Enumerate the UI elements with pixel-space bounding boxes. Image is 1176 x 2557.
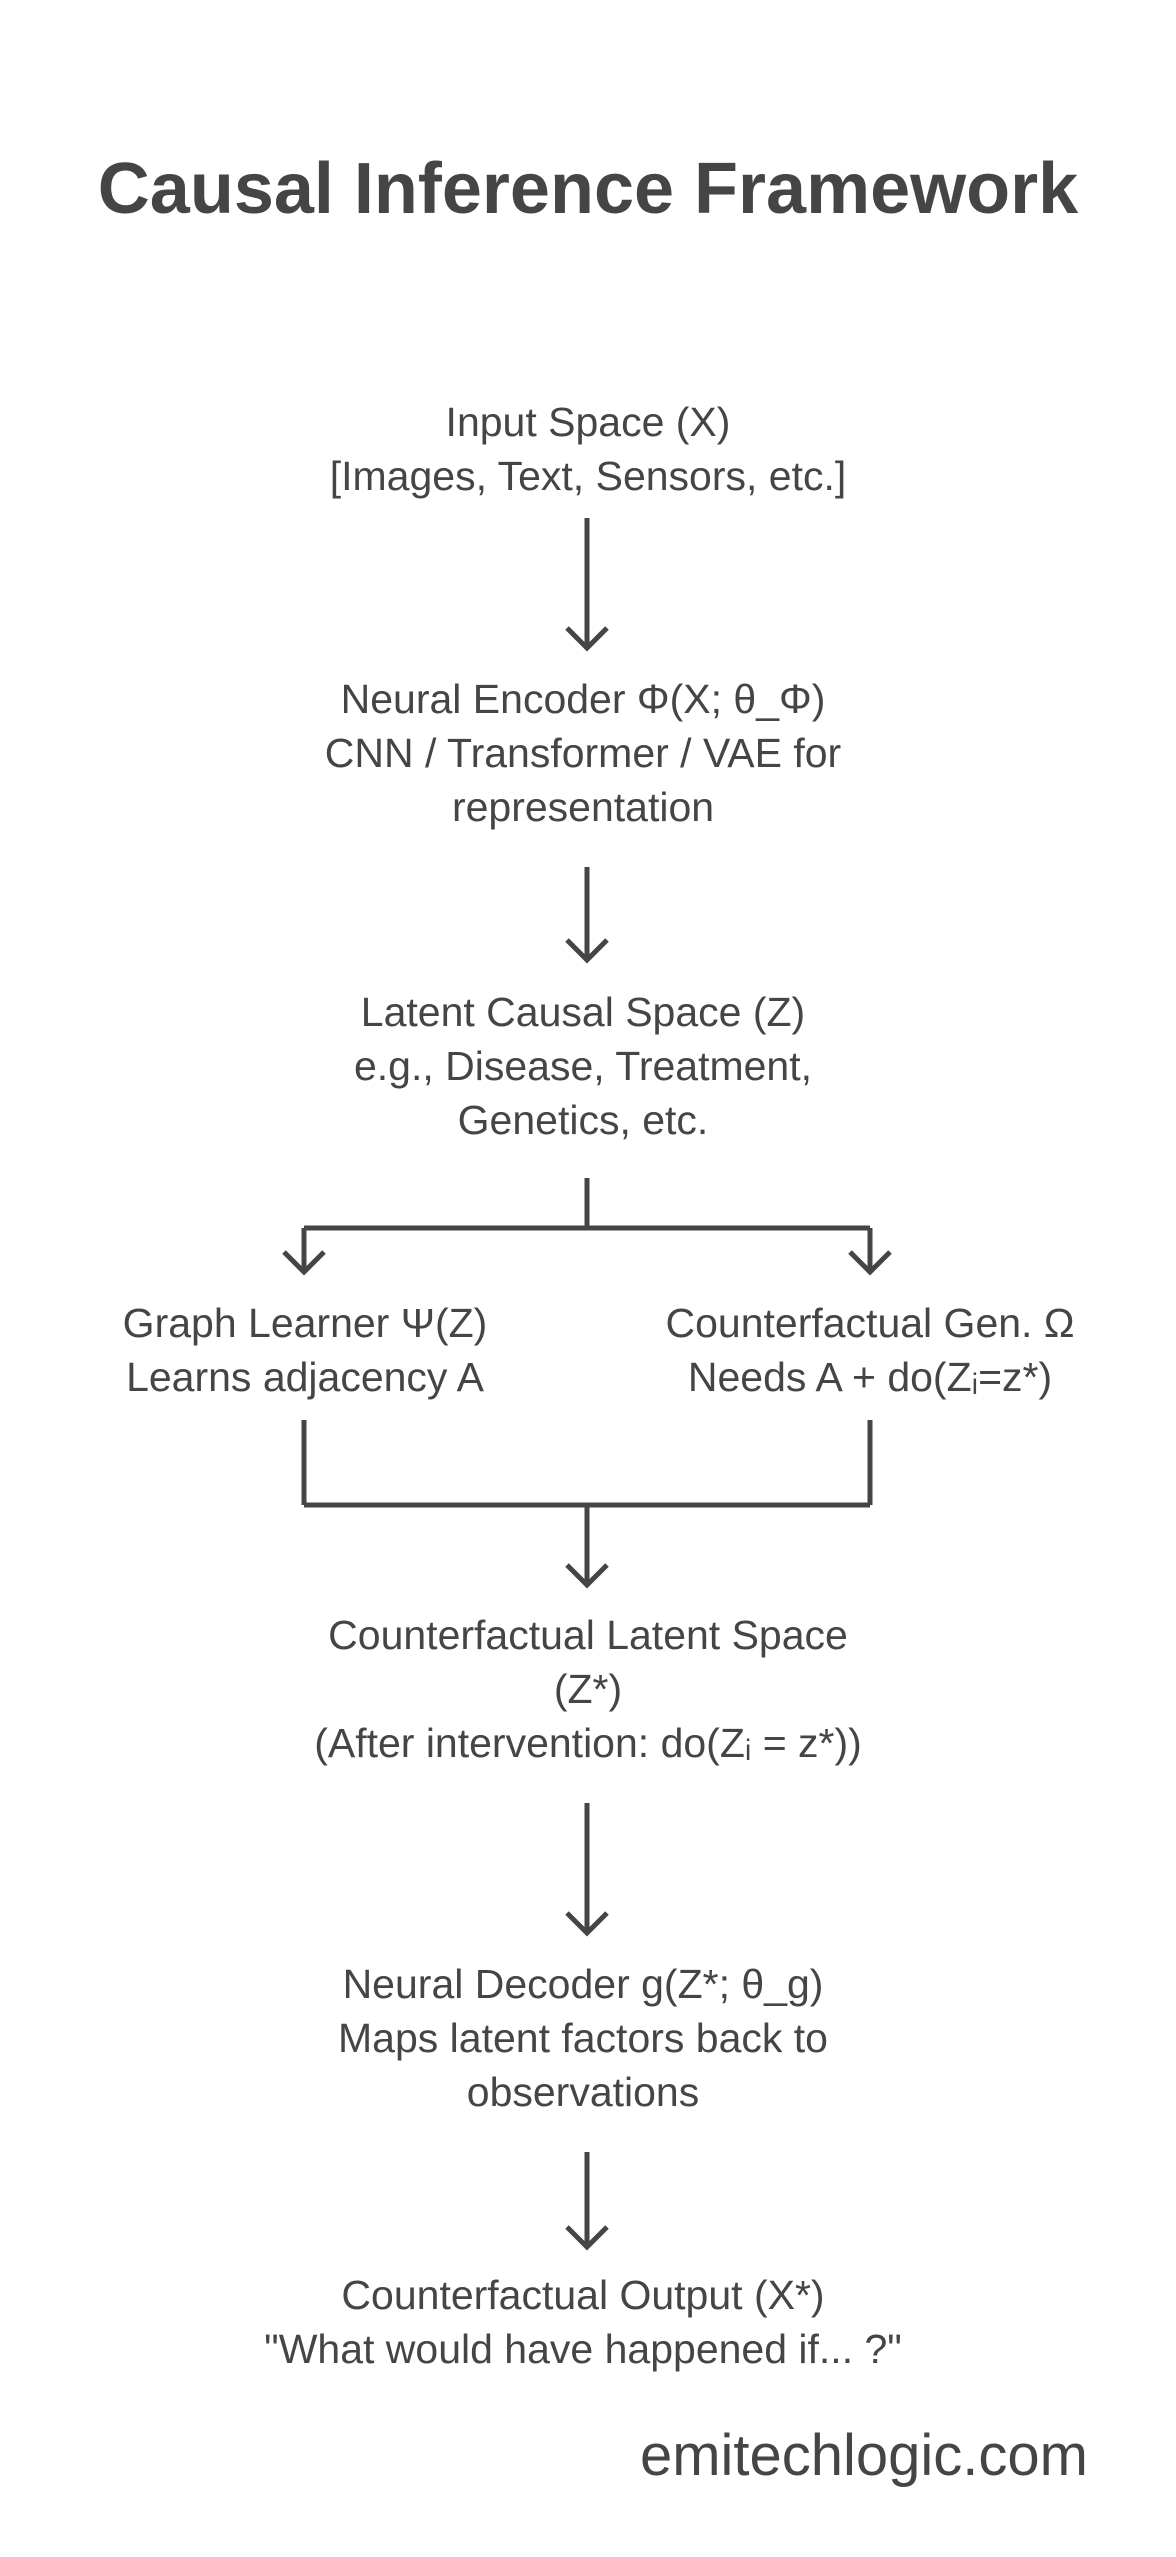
node-counterfactual-generator: Counterfactual Gen. Ω Needs A + do(Zᵢ=z*… <box>600 1296 1140 1404</box>
watermark-text: emitechlogic.com <box>639 2423 1088 2488</box>
node-neural-decoder: Neural Decoder g(Z*; θ_g) Maps latent fa… <box>0 1957 1166 2119</box>
node-encoder-line1: Neural Encoder Φ(X; θ_Φ) <box>340 676 826 722</box>
arrowhead-counterfactual-gen <box>848 1250 892 1276</box>
node-cf-latent-line1: Counterfactual Latent Space <box>328 1612 848 1658</box>
node-cf-gen-line2: Needs A + do(Zᵢ=z*) <box>687 1354 1053 1400</box>
node-graph-learner: Graph Learner Ψ(Z) Learns adjacency A <box>30 1296 580 1404</box>
node-input-line2: [Images, Text, Sensors, etc.] <box>329 453 847 499</box>
node-neural-encoder: Neural Encoder Φ(X; θ_Φ) CNN / Transform… <box>0 672 1166 834</box>
arrowhead-graph-learner <box>282 1250 326 1276</box>
node-decoder-line2: Maps latent factors back to <box>338 2015 828 2061</box>
arrowhead-latent <box>565 938 609 964</box>
arrowhead-output <box>565 2225 609 2251</box>
node-input-line1: Input Space (X) <box>445 399 731 445</box>
node-output-line1: Counterfactual Output (X*) <box>341 2272 825 2318</box>
node-counterfactual-latent-space: Counterfactual Latent Space (Z*) (After … <box>0 1608 1176 1770</box>
node-graph-learner-line1: Graph Learner Ψ(Z) <box>122 1300 488 1346</box>
node-encoder-line2: CNN / Transformer / VAE for <box>324 730 842 776</box>
node-latent-line1: Latent Causal Space (Z) <box>360 989 806 1035</box>
arrowhead-decoder <box>565 1911 609 1937</box>
node-latent-line3: Genetics, etc. <box>457 1097 709 1143</box>
arrowhead-cf-latent <box>565 1563 609 1589</box>
node-output-line2: "What would have happened if... ?" <box>264 2326 902 2372</box>
node-cf-latent-line3: (After intervention: do(Zᵢ = z*)) <box>314 1720 862 1766</box>
diagram-title: Causal Inference Framework <box>97 149 1079 229</box>
node-latent-causal-space: Latent Causal Space (Z) e.g., Disease, T… <box>0 985 1166 1147</box>
node-cf-latent-line2: (Z*) <box>553 1666 623 1712</box>
node-encoder-line3: representation <box>451 784 715 830</box>
node-latent-line2: e.g., Disease, Treatment, <box>353 1043 813 1089</box>
node-input-space: Input Space (X) [Images, Text, Sensors, … <box>0 395 1176 503</box>
node-counterfactual-output: Counterfactual Output (X*) "What would h… <box>0 2268 1166 2376</box>
arrowhead-encoder <box>565 626 609 652</box>
node-cf-gen-line1: Counterfactual Gen. Ω <box>665 1300 1075 1346</box>
node-decoder-line3: observations <box>466 2069 700 2115</box>
node-decoder-line1: Neural Decoder g(Z*; θ_g) <box>342 1961 824 2007</box>
node-graph-learner-line2: Learns adjacency A <box>126 1354 484 1400</box>
